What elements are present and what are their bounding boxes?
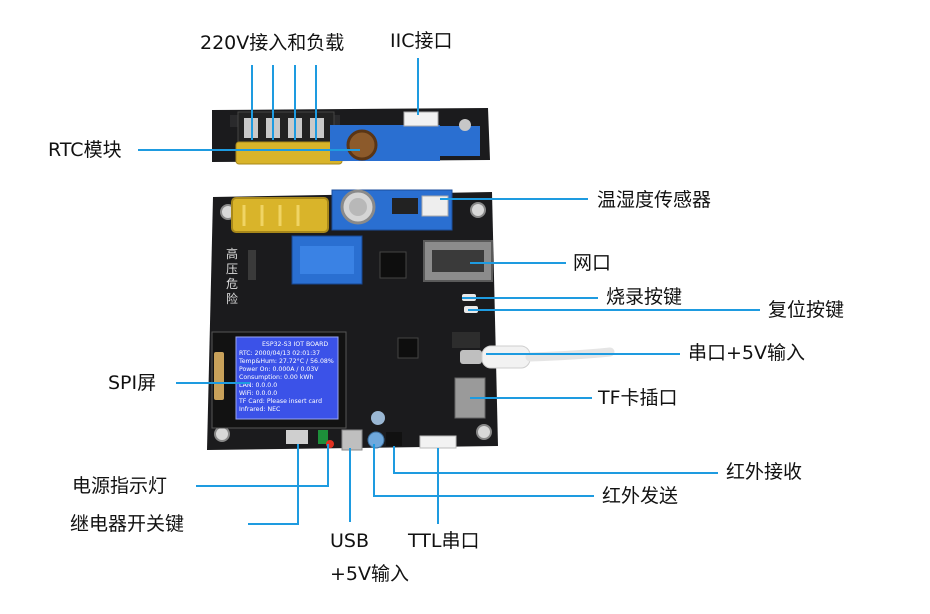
svg-text:Infrared: NEC: Infrared: NEC [239, 406, 280, 413]
label-temp-humidity-sensor: 温湿度传感器 [597, 189, 712, 211]
callout-lines [138, 58, 760, 525]
svg-text:LAN: 0.0.0.0: LAN: 0.0.0.0 [239, 382, 277, 389]
svg-text:WiFi: 0.0.0.0: WiFi: 0.0.0.0 [239, 390, 277, 397]
board-side-view [212, 108, 490, 165]
silkscreen-warning: 高 压 危 险 [226, 246, 242, 306]
label-relay-switch-key: 继电器开关键 [70, 513, 185, 535]
label-220v-input-load: 220V接入和负载 [200, 32, 345, 54]
svg-text:RTC: 2000/04/13 02:01:37: RTC: 2000/04/13 02:01:37 [239, 350, 320, 357]
label-usb-line1: USB [330, 530, 370, 552]
label-tf-card-slot: TF卡插口 [598, 387, 678, 409]
label-flash-key: 烧录按键 [606, 286, 683, 308]
svg-text:Consumption: 0.00 kWh: Consumption: 0.00 kWh [239, 374, 313, 381]
main-pcb: 高 压 危 险 ESP32-S3 IOT BOARD RTC: 2000/04/… [207, 189, 615, 451]
lcd-screen-text: ESP32-S3 IOT BOARD RTC: 2000/04/13 02:01… [238, 341, 334, 413]
label-power-indicator-led: 电源指示灯 [72, 475, 168, 497]
label-iic-interface: IIC接口 [390, 30, 453, 52]
svg-text:Power On: 0.000A / 0.03V: Power On: 0.000A / 0.03V [239, 366, 319, 373]
label-ttl-serial: TTL串口 [408, 530, 480, 552]
label-ir-receive: 红外接收 [726, 461, 803, 483]
svg-text:Temp&Hum: 27.72°C / 56.08%: Temp&Hum: 27.72°C / 56.08% [238, 357, 334, 365]
label-reset-key: 复位按键 [768, 299, 845, 321]
label-ir-send: 红外发送 [602, 485, 679, 507]
label-serial-5v-input: 串口+5V输入 [688, 342, 806, 364]
label-rtc-module: RTC模块 [48, 139, 122, 161]
svg-text:TF Card: Please insert card: TF Card: Please insert card [238, 398, 322, 405]
svg-text:ESP32-S3 IOT BOARD: ESP32-S3 IOT BOARD [262, 341, 328, 348]
label-usb-line2: +5V输入 [330, 563, 410, 585]
label-ethernet-port: 网口 [573, 252, 612, 274]
label-spi-screen: SPI屏 [108, 372, 157, 394]
